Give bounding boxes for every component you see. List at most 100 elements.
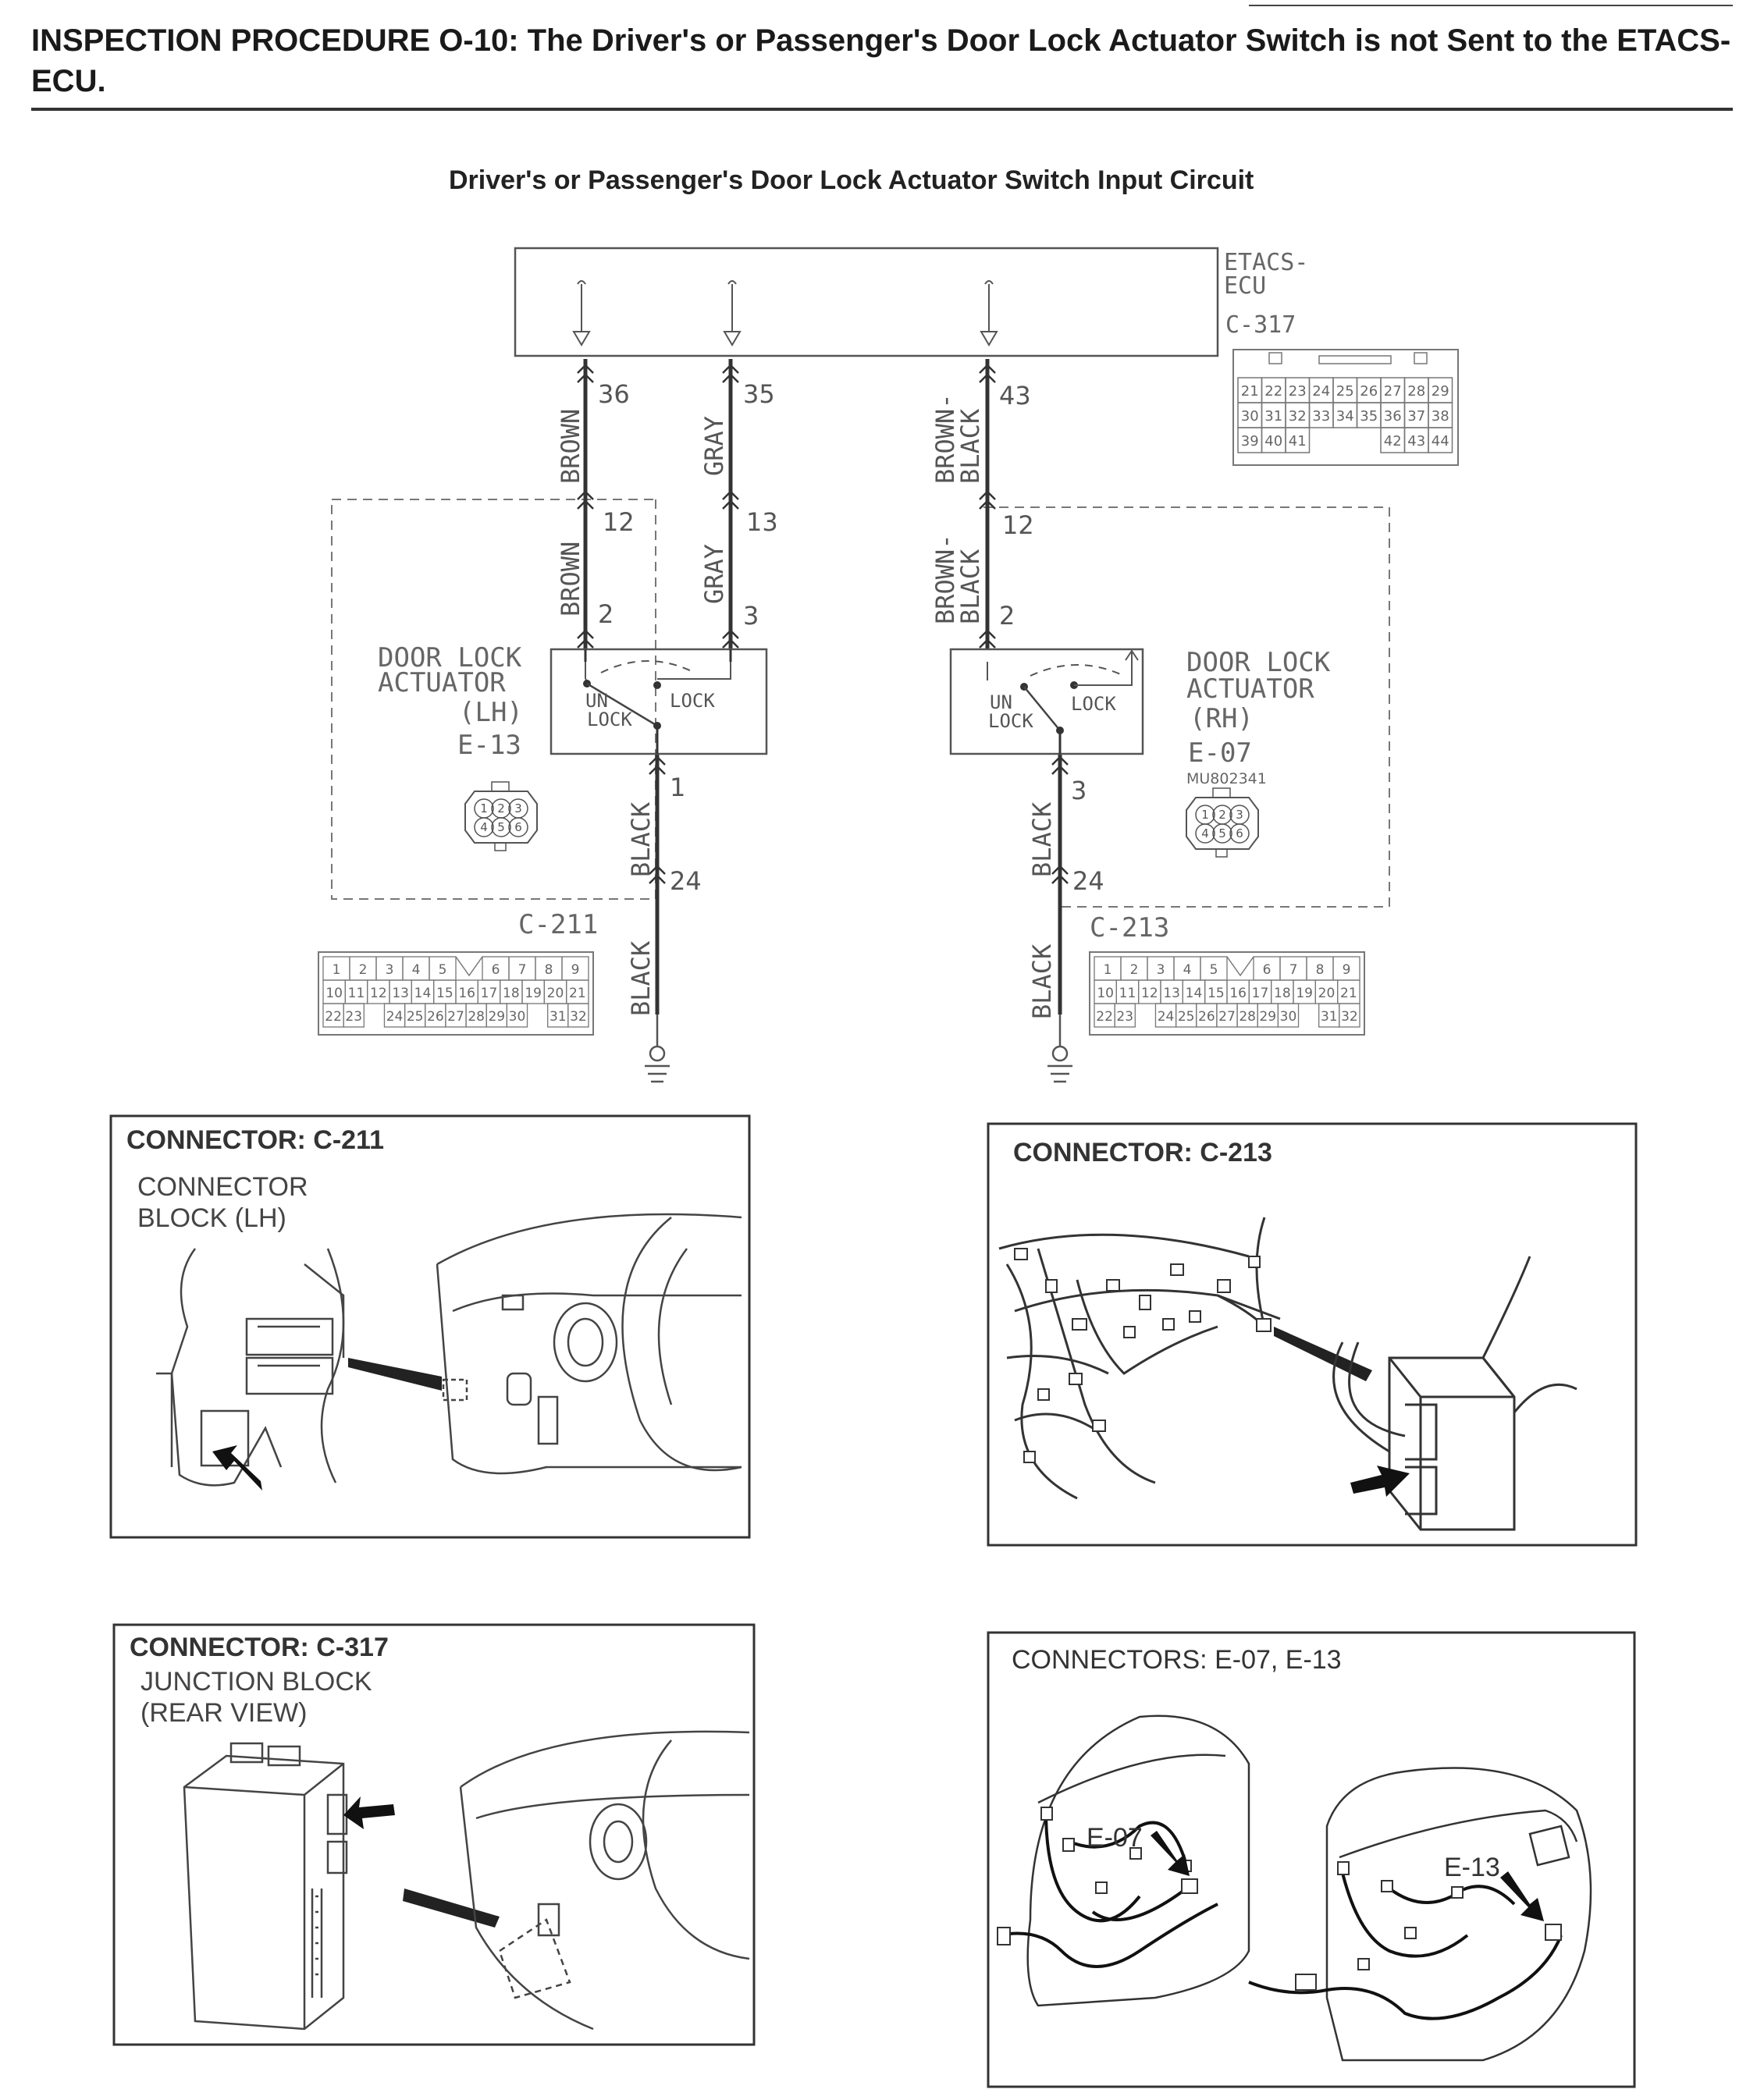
pinout-pin: 22 <box>325 1009 342 1025</box>
pinout-pin: 35 <box>1360 408 1378 425</box>
pinout-pin: 30 <box>1241 408 1259 425</box>
pinout-pin: 26 <box>1198 1009 1215 1025</box>
panel-c211: CONNECTOR: C-211 CONNECTOR BLOCK (LH) <box>109 1114 751 1539</box>
rh-unlock-line1: UN <box>990 691 1012 713</box>
pin-numbers: 36 35 43 12 13 12 2 3 2 1 3 24 24 <box>598 379 1104 896</box>
pinout-pin: 14 <box>414 986 432 1001</box>
pin-c213-12: 12 <box>1002 510 1034 540</box>
pin-c211-24: 24 <box>670 866 702 896</box>
panel-c317: CONNECTOR: C-317 JUNCTION BLOCK (REAR VI… <box>112 1623 756 2046</box>
pinout-pin: 11 <box>348 986 365 1001</box>
pinout-pin: 27 <box>1384 383 1402 400</box>
pinout-pin: 34 <box>1336 408 1354 425</box>
pinout-key <box>455 956 483 977</box>
door-lh-harness <box>1248 1872 1563 2020</box>
pinout-pin: 27 <box>1218 1009 1236 1025</box>
panel-c213-title: CONNECTOR: C-213 <box>1013 1138 1272 1167</box>
label-rh-bb-lower-l2: BLACK <box>955 549 985 624</box>
rh-actuator-part-no: MU802341 <box>1186 770 1267 787</box>
pinout-pin: 31 <box>1321 1009 1338 1025</box>
label-rh-black-upper: BLACK <box>1027 801 1057 877</box>
label-lh-gray-lower: GRAY <box>699 544 729 604</box>
e13-pin: 1 <box>480 801 488 815</box>
pinout-pin: 8 <box>545 962 553 978</box>
pinout-pin: 4 <box>1183 962 1192 978</box>
pinout-pin: 33 <box>1312 408 1330 425</box>
label-e07: E-07 <box>1087 1823 1143 1853</box>
e07-pin: 5 <box>1218 826 1226 840</box>
pinout-pin: 19 <box>525 986 542 1001</box>
pin-e13-2: 2 <box>598 599 614 629</box>
e13-pin: 6 <box>514 820 522 834</box>
pinout-pin: 9 <box>571 962 580 978</box>
pin-e07-2: 2 <box>999 601 1015 631</box>
pinout-pin: 16 <box>458 986 475 1001</box>
pinout-pin: 12 <box>1141 986 1158 1001</box>
label-lh-black-upper: BLACK <box>626 801 656 877</box>
panel-c211-line2: BLOCK (LH) <box>137 1203 286 1233</box>
e13-pin: 4 <box>480 820 488 834</box>
pinout-cell <box>1285 427 1311 453</box>
pin-c211-12: 12 <box>603 507 635 537</box>
lh-ground-icon <box>649 1045 666 1062</box>
pinout-pin: 16 <box>1229 986 1247 1001</box>
pin-e07-3: 3 <box>1071 776 1087 805</box>
lh-actuator-connector: E-13 <box>457 730 521 761</box>
pinout-pin: 4 <box>412 962 421 978</box>
procedure-title: INSPECTION PROCEDURE O-10: The Driver's … <box>31 23 1731 98</box>
pin-ecu-36: 36 <box>598 379 630 409</box>
e13-pin: 3 <box>514 801 522 815</box>
pinout-pin: 42 <box>1384 433 1402 449</box>
pinout-pin: 18 <box>503 986 520 1001</box>
pin-ecu-35: 35 <box>743 379 775 409</box>
lh-dashed-boundary <box>331 499 656 900</box>
pinout-pin: 24 <box>1312 383 1330 400</box>
e07-pin: 3 <box>1236 808 1243 822</box>
pinout-pin: 8 <box>1316 962 1325 978</box>
arrow-icon <box>343 1796 395 1829</box>
e07-pin: 6 <box>1236 826 1243 840</box>
label-lh-brown-upper: BROWN <box>556 409 585 484</box>
panel-c211-title: CONNECTOR: C-211 <box>126 1125 384 1155</box>
pinout-pin: 7 <box>1289 962 1298 978</box>
pinout-pin: 28 <box>1239 1009 1256 1025</box>
dashboard-sketch <box>436 1213 742 1475</box>
pinout-pin: 13 <box>392 986 409 1001</box>
pinout-pin: 32 <box>1289 408 1307 425</box>
panel-c213: CONNECTOR: C-213 <box>987 1122 1638 1547</box>
e13-connector-face: 1 2 3 4 5 6 <box>464 781 538 851</box>
pinout-pin: 1 <box>333 962 341 978</box>
header-top-rule <box>1249 5 1733 6</box>
pinout-pin: 12 <box>370 986 387 1001</box>
label-rh-bb-upper-l1: BROWN- <box>930 393 960 484</box>
pinout-pin: 30 <box>509 1009 526 1025</box>
rh-actuator-name-line1: DOOR LOCK <box>1186 647 1331 678</box>
pinout-pin: 5 <box>1210 962 1218 978</box>
pinout-pin: 15 <box>1207 986 1225 1001</box>
pinout-pin: 31 <box>550 1009 567 1025</box>
pinout-pin: 38 <box>1432 408 1449 425</box>
pinout-pin: 20 <box>547 986 564 1001</box>
pinout-pin: 41 <box>1289 433 1307 449</box>
pinout-pin: 36 <box>1384 408 1402 425</box>
pin-e13-1: 1 <box>670 773 685 802</box>
pinout-pin: 24 <box>386 1009 404 1025</box>
pinout-frame <box>1089 951 1365 1036</box>
c211-label: C-211 <box>518 909 598 940</box>
pinout-pin: 3 <box>1157 962 1165 978</box>
pinout-pin: 6 <box>492 962 500 978</box>
e07-pin: 1 <box>1201 808 1209 822</box>
pinout-cell <box>506 1003 528 1028</box>
pinout-pin: 5 <box>439 962 447 978</box>
pinout-pin: 1 <box>1104 962 1112 978</box>
pinout-frame <box>318 951 594 1036</box>
pinout-pin: 22 <box>1264 383 1282 400</box>
pinout-pin: 18 <box>1274 986 1291 1001</box>
door-rh-harness <box>998 1810 1218 1968</box>
pin-ecu-43: 43 <box>999 381 1031 410</box>
label-rh-bb-lower-l1: BROWN- <box>930 534 960 624</box>
door-rh-connectors <box>997 1807 1198 1945</box>
door-rh-sketch <box>1026 1714 1250 2007</box>
